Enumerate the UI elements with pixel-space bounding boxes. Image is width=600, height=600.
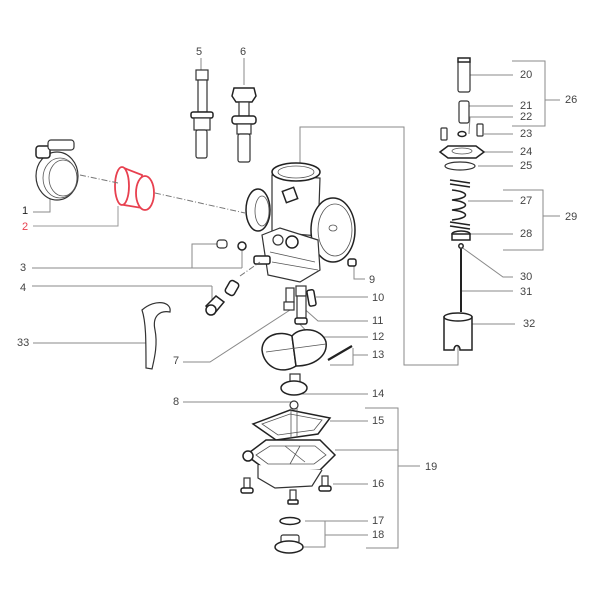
part-32-throttle-slide — [443, 312, 473, 351]
callout-6: 6 — [240, 46, 247, 58]
part-2-intake-boot — [114, 166, 155, 211]
callout-32: 32 — [523, 318, 536, 330]
part-33-vent-hose — [141, 302, 171, 370]
callout-2-highlighted: 2 — [22, 221, 29, 233]
callout-17: 17 — [372, 515, 385, 527]
callout-8: 8 — [173, 396, 180, 408]
callout-21: 21 — [520, 100, 533, 112]
part-19-float-bowl — [242, 439, 337, 489]
callout-7: 7 — [173, 355, 180, 367]
part-3-screw-nut — [216, 239, 247, 251]
part-10-needle-jet — [306, 288, 317, 307]
callout-23: 23 — [520, 128, 533, 140]
part-24-top-cap — [438, 145, 486, 159]
part-4-idle-screw — [204, 261, 261, 316]
callout-30: 30 — [520, 271, 533, 283]
part-20-cable-adjuster — [457, 57, 471, 93]
callout-25: 25 — [520, 160, 533, 172]
part-9-plug — [347, 258, 357, 267]
axis-line-left — [79, 174, 119, 184]
callout-33: 33 — [17, 337, 30, 349]
callout-24: 24 — [520, 146, 533, 158]
part-15-gasket — [251, 400, 332, 441]
callout-13: 13 — [372, 349, 385, 361]
part-27-slide-spring — [449, 179, 471, 230]
part-16-bowl-screws — [240, 475, 332, 505]
part-23-cap-screws — [440, 123, 484, 141]
carburetor-body — [245, 162, 356, 283]
part-14-needle-valve — [280, 373, 308, 396]
callout-26: 26 — [565, 94, 578, 106]
callout-10: 10 — [372, 292, 385, 304]
callout-27: 27 — [520, 195, 533, 207]
callout-11: 11 — [372, 315, 384, 327]
callout-12: 12 — [372, 331, 385, 343]
part-13-float — [261, 329, 353, 371]
callout-15: 15 — [372, 415, 385, 427]
part-28-spring-seat — [451, 230, 471, 241]
callout-20: 20 — [520, 69, 533, 81]
part-5-jet-screw — [190, 69, 214, 159]
part-21-22-adjuster-nut — [457, 100, 470, 138]
callout-19: 19 — [425, 461, 438, 473]
callout-5: 5 — [196, 46, 203, 58]
callout-29: 29 — [565, 211, 578, 223]
callout-9: 9 — [369, 274, 376, 286]
axis-line-center — [154, 192, 246, 214]
parts-7-11-12-jets — [283, 285, 308, 325]
part-30-needle-clip — [458, 243, 464, 249]
callout-31: 31 — [520, 286, 533, 298]
callout-1: 1 — [22, 205, 29, 217]
part-25-cap-gasket — [444, 161, 476, 171]
callout-4: 4 — [20, 282, 27, 294]
leader-lines — [32, 58, 560, 549]
callout-16: 16 — [372, 478, 385, 490]
part-18-drain-plug — [274, 534, 304, 554]
callout-22: 22 — [520, 111, 533, 123]
callout-18: 18 — [372, 529, 385, 541]
part-6-air-screw — [231, 87, 257, 163]
callout-14: 14 — [372, 388, 385, 400]
part-17-o-ring — [279, 516, 301, 526]
callout-3: 3 — [20, 262, 27, 274]
callout-28: 28 — [520, 228, 533, 240]
part-1-hose-clamp — [35, 139, 79, 201]
